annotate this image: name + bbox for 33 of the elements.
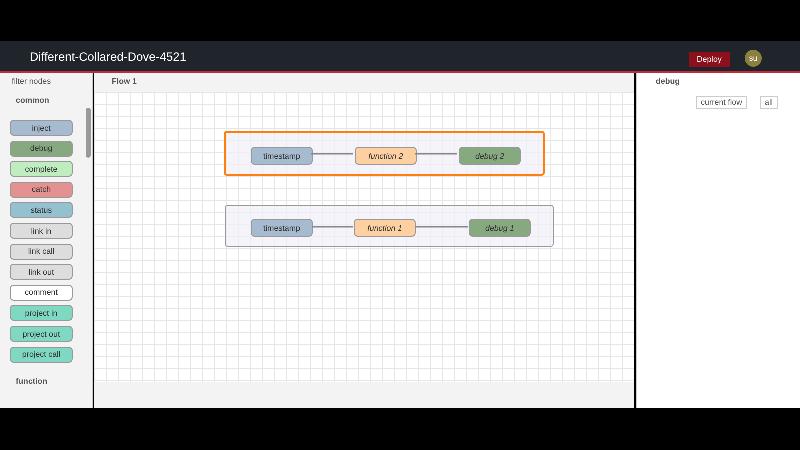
palette-node: complete (10, 161, 73, 178)
tab-label: Flow 1 (112, 77, 137, 86)
wire (312, 226, 353, 228)
debug-node: debug 2 (459, 147, 521, 165)
palette-node: project call (10, 346, 73, 363)
function-node: function 2 (355, 147, 417, 165)
filter-dropdown: current flow (696, 96, 748, 109)
wire (415, 153, 457, 155)
palette-node: link out (10, 264, 73, 280)
app-title: Different-Collared-Dove-4521 (30, 50, 187, 64)
search-field: filter nodes (12, 77, 52, 86)
group-box (225, 205, 554, 247)
palette-node: link call (10, 244, 73, 260)
palette-node: project in (10, 305, 73, 322)
wire (311, 153, 353, 155)
palette-node: debug (10, 140, 73, 157)
tab-label: debug (656, 77, 680, 86)
palette-node: link in (10, 223, 73, 239)
wire (415, 226, 468, 228)
palette-node: catch (10, 182, 73, 198)
palette-node: comment (10, 284, 73, 301)
group-box (224, 131, 545, 176)
function-node: function 1 (354, 219, 416, 237)
debug-node: debug 1 (469, 219, 531, 237)
category-heading: function (16, 377, 48, 386)
filter-dropdown: all (760, 96, 778, 109)
palette-node: inject (10, 120, 73, 136)
palette-node: project out (10, 326, 73, 342)
palette-node: status (10, 202, 73, 218)
inject-node: timestamp (251, 147, 313, 165)
deploy-button: Deploy (689, 52, 730, 67)
category-heading: common (16, 96, 50, 105)
inject-node: timestamp (251, 219, 313, 237)
